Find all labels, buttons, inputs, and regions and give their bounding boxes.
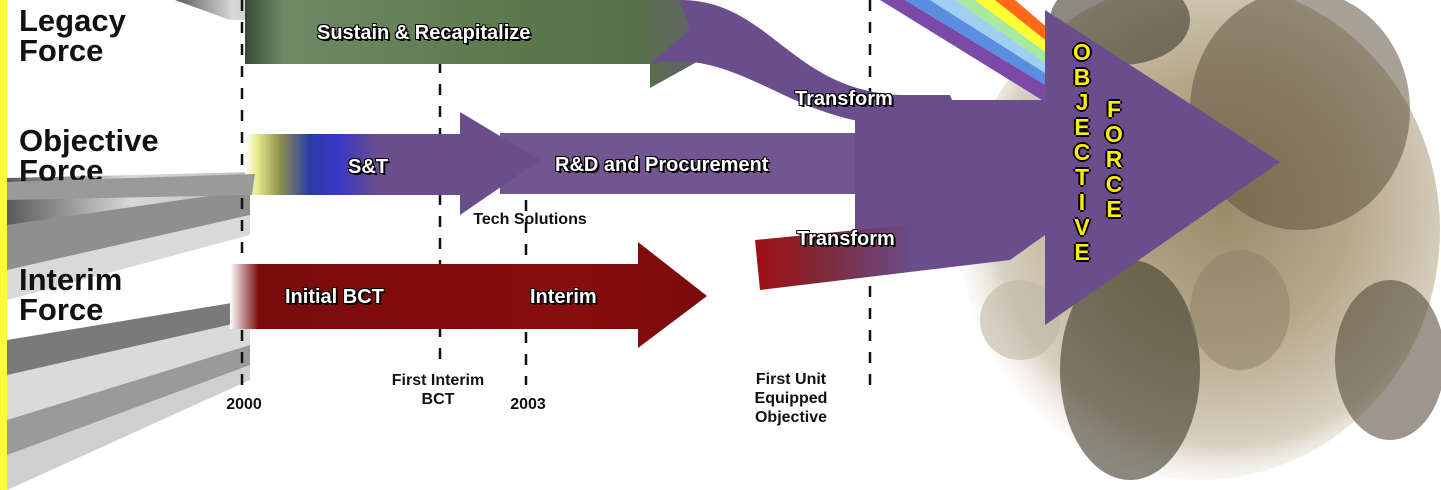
- letter: I: [1078, 189, 1086, 215]
- first-unit-label: First Unit Equipped Objective: [726, 370, 856, 427]
- transform-bottom-label: Transform: [797, 228, 895, 250]
- letter: T: [1074, 164, 1090, 190]
- letter: E: [1074, 114, 1090, 140]
- legacy-arrow: [245, 0, 740, 88]
- interim-label-line2: Force: [19, 292, 104, 327]
- interim-label-line1: Interim: [19, 262, 123, 297]
- initial-bct-label: Initial BCT: [285, 286, 384, 308]
- letter: O: [1105, 121, 1123, 147]
- interim-arrow: [230, 242, 707, 348]
- letter: V: [1074, 214, 1090, 240]
- objective-arrow: [245, 112, 540, 215]
- year-2003-label: 2003: [510, 396, 546, 413]
- light-ray-overlap: [7, 174, 255, 200]
- letter: R: [1105, 146, 1123, 172]
- sustain-label: Sustain & Recapitalize: [317, 22, 531, 44]
- interim-label: Interim: [530, 286, 597, 308]
- tech-solutions-text: Tech Solutions: [473, 211, 587, 228]
- legacy-label-line1: Legacy: [19, 3, 126, 38]
- objective-label-line1: Objective: [19, 123, 159, 158]
- force-letters: F O R C E: [1102, 97, 1126, 222]
- rd-label: R&D and Procurement: [555, 154, 769, 176]
- interim-transform-arrow: [755, 215, 1045, 290]
- objective-force-arrow: [855, 10, 1280, 325]
- legacy-transform-swoop: [650, 0, 960, 125]
- legacy-force-label: Legacy Force: [19, 3, 126, 68]
- tech-solutions-label: Tech Solutions: [470, 210, 590, 229]
- rd-procurement-arrow: [500, 118, 965, 210]
- letter: J: [1075, 89, 1089, 115]
- first-unit-text: First Unit Equipped Objective: [754, 371, 828, 426]
- letter: O: [1073, 39, 1091, 65]
- letter: C: [1105, 171, 1123, 197]
- objective-letters: O B J E C T I V E: [1070, 40, 1094, 265]
- first-interim-bct-label: First Interim BCT: [390, 371, 486, 409]
- first-interim-bct-text: First Interim BCT: [391, 372, 485, 408]
- letter: E: [1074, 239, 1090, 265]
- legacy-label-line2: Force: [19, 33, 104, 68]
- letter: E: [1106, 196, 1122, 222]
- letter: C: [1073, 139, 1091, 165]
- letter: F: [1106, 96, 1122, 122]
- letter: B: [1073, 64, 1091, 90]
- interim-force-label: Interim Force: [19, 262, 123, 327]
- transform-top-label: Transform: [795, 88, 893, 110]
- light-rays: [7, 0, 290, 490]
- left-border: [0, 0, 7, 490]
- year-2000-label: 2000: [226, 396, 262, 413]
- st-label: S&T: [348, 156, 388, 178]
